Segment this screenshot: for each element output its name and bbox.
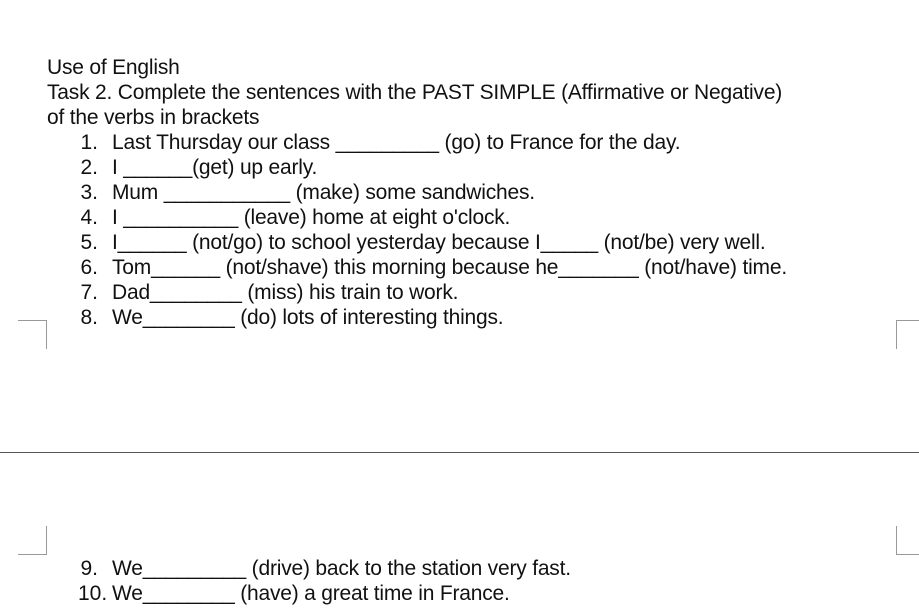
item-number: 8. bbox=[80, 306, 98, 329]
task-instruction: Task 2. Complete the sentences with the … bbox=[47, 81, 783, 104]
item-text: Tom______ (not/shave) this morning becau… bbox=[112, 256, 787, 279]
page-corner-mark bbox=[18, 320, 47, 349]
item-text: Last Thursday our class _________ (go) t… bbox=[112, 131, 681, 154]
item-text: Dad________ (miss) his train to work. bbox=[112, 281, 459, 304]
item-text: Mum ___________ (make) some sandwiches. bbox=[112, 181, 535, 204]
item-number: 5. bbox=[80, 231, 98, 254]
item-text: We________ (do) lots of interesting thin… bbox=[112, 306, 504, 329]
page-corner-mark bbox=[18, 526, 47, 555]
task-instruction-cont: of the verbs in brackets bbox=[47, 106, 260, 129]
item-number: 4. bbox=[80, 206, 98, 229]
item-text: We________ (have) a great time in France… bbox=[112, 582, 510, 605]
item-number: 7. bbox=[80, 281, 98, 304]
item-number: 2. bbox=[80, 156, 98, 179]
item-text: We_________ (drive) back to the station … bbox=[112, 557, 571, 580]
item-text: I ______(get) up early. bbox=[112, 156, 318, 179]
section-heading: Use of English bbox=[47, 56, 180, 79]
item-number: 10. bbox=[78, 582, 108, 605]
item-text: I __________ (leave) home at eight o'clo… bbox=[112, 206, 511, 229]
page-corner-mark bbox=[896, 320, 919, 349]
item-number: 3. bbox=[80, 181, 98, 204]
item-number: 9. bbox=[80, 557, 98, 580]
page-break-line bbox=[0, 452, 919, 453]
item-text: I______ (not/go) to school yesterday bec… bbox=[112, 231, 766, 254]
item-number: 6. bbox=[80, 256, 98, 279]
item-number: 1. bbox=[80, 131, 98, 154]
page-corner-mark bbox=[896, 526, 919, 555]
